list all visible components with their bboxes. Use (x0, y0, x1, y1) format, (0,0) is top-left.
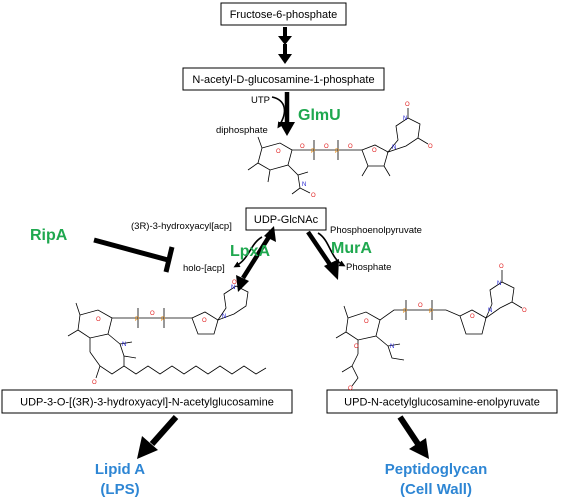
product-peptidoglycan-line1: Peptidoglycan (385, 461, 488, 478)
svg-text:O: O (499, 264, 504, 270)
node-fructose-6-phosphate: Fructose-6-phosphate (220, 2, 347, 26)
svg-text:N: N (302, 182, 306, 188)
svg-text:O: O (405, 102, 410, 108)
svg-text:O: O (202, 318, 207, 324)
product-peptidoglycan: Peptidoglycan (Cell Wall) (385, 461, 488, 498)
cofactor-phosphoenolpyruvate: Phosphoenolpyruvate (330, 225, 422, 236)
arrow-lpxa (233, 226, 276, 292)
svg-text:N: N (222, 314, 226, 320)
svg-text:N: N (122, 342, 126, 348)
svg-text:N: N (488, 308, 492, 314)
svg-text:O: O (150, 311, 155, 317)
arrow-to-peptidoglycan (397, 415, 429, 459)
svg-text:O: O (96, 317, 101, 323)
svg-text:N: N (497, 281, 501, 287)
svg-text:O: O (92, 380, 97, 386)
svg-text:P: P (311, 149, 315, 155)
node-udp-3-o-hydroxyacyl: UDP-3-O-[(3R)-3-hydroxyacyl]-N-acetylglu… (1, 389, 293, 414)
svg-text:O: O (428, 144, 433, 150)
svg-text:O: O (372, 148, 377, 154)
arrow-f6p-to-glcnac1p (278, 27, 292, 64)
svg-text:O: O (522, 308, 527, 314)
svg-text:O: O (364, 319, 369, 325)
svg-text:N: N (231, 285, 235, 291)
svg-text:P: P (429, 309, 433, 315)
cofactor-diphosphate: diphosphate (216, 125, 268, 136)
node-glcnac-1-phosphate: N-acetyl-D-glucosamine-1-phosphate (182, 67, 385, 91)
svg-text:O: O (348, 386, 353, 392)
svg-text:O: O (348, 144, 353, 150)
arrow-to-lipid-a (137, 415, 179, 459)
structure-udp-glcnac: O O P O P O O N N O O N O (247, 102, 433, 199)
arrow-mura (306, 230, 346, 280)
svg-text:O: O (354, 344, 359, 350)
svg-text:N: N (403, 116, 407, 122)
structure-udp-3-o-hydroxyacyl: O P P O O N N O N O (67, 280, 267, 386)
svg-text:O: O (300, 144, 305, 150)
svg-text:P: P (161, 317, 165, 323)
svg-text:O: O (276, 149, 281, 155)
cofactor-utp: UTP (251, 95, 270, 106)
node-upd-enolpyruvate-label: UPD-N-acetylglucosamine-enolpyruvate (344, 397, 540, 409)
node-udp-glcnac-label: UDP-GlcNAc (254, 214, 319, 226)
node-udp-glcnac: UDP-GlcNAc (245, 207, 327, 231)
node-fructose-6-phosphate-label: Fructose-6-phosphate (230, 9, 338, 21)
svg-text:N: N (392, 145, 396, 151)
cofactor-hydroxyacyl-acp: (3R)-3-hydroxyacyl[acp] (131, 221, 232, 232)
enzyme-lpxa: LpxA (230, 243, 270, 260)
svg-text:O: O (232, 280, 237, 286)
product-peptidoglycan-line2: (Cell Wall) (400, 481, 472, 498)
svg-text:P: P (135, 317, 139, 323)
node-udp-3-o-hydroxyacyl-label: UDP-3-O-[(3R)-3-hydroxyacyl]-N-acetylglu… (20, 397, 274, 409)
enzyme-mura: MurA (331, 240, 372, 257)
svg-text:N: N (390, 344, 394, 350)
svg-text:O: O (324, 144, 329, 150)
svg-text:P: P (335, 149, 339, 155)
cofactor-holo-acp: holo-[acp] (183, 263, 225, 274)
inhibition-ripa (93, 237, 175, 273)
enzyme-ripa: RipA (30, 227, 68, 244)
cofactor-phosphate: Phosphate (346, 262, 391, 273)
enzyme-glmu: GlmU (298, 107, 341, 124)
arrow-glmu (271, 92, 295, 136)
svg-text:O: O (311, 193, 316, 199)
svg-text:O: O (470, 314, 475, 320)
node-glcnac-1-phosphate-label: N-acetyl-D-glucosamine-1-phosphate (192, 74, 374, 86)
product-lipid-a-line2: (LPS) (100, 481, 139, 498)
structure-udp-enolpyruvate: O P P O O N N O O N O O (335, 264, 527, 392)
product-lipid-a: Lipid A (LPS) (95, 461, 145, 498)
product-lipid-a-line1: Lipid A (95, 461, 145, 478)
node-upd-enolpyruvate: UPD-N-acetylglucosamine-enolpyruvate (326, 389, 558, 414)
svg-text:P: P (403, 309, 407, 315)
svg-text:O: O (418, 303, 423, 309)
